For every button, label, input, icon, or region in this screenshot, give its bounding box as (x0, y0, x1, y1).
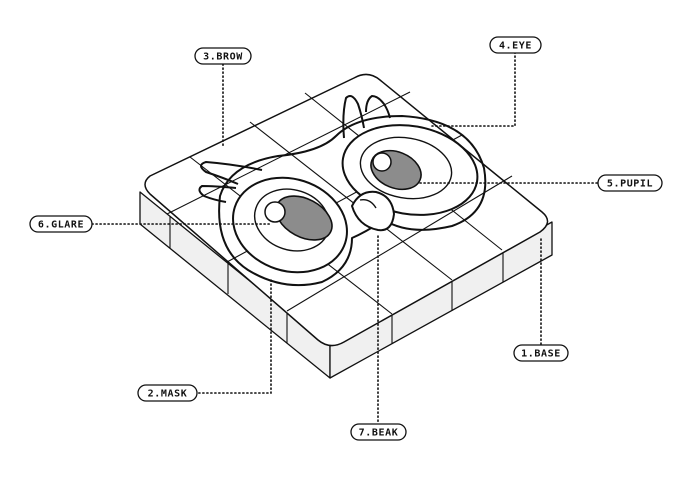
label-brow: 3.BROW (194, 47, 252, 65)
label-beak-text: 7.BEAK (359, 428, 399, 439)
brow-right-tuft-2 (365, 95, 391, 119)
label-pupil: 5.PUPIL (597, 174, 663, 192)
label-base-text: 1.BASE (521, 349, 561, 360)
beak-shape (351, 190, 395, 232)
owl-left-eye (232, 176, 348, 274)
label-base: 1.BASE (513, 344, 569, 362)
leader-mask (196, 279, 272, 394)
label-pupil-text: 5.PUPIL (607, 179, 653, 190)
left-eye-glare (264, 201, 286, 223)
brow-left-tuft (200, 161, 263, 185)
label-eye: 4.EYE (489, 36, 542, 54)
owl-brows (198, 95, 391, 203)
brow-left-tuft-lower (198, 185, 237, 203)
label-glare: 6.GLARE (29, 215, 93, 233)
brow-right-tuft (342, 95, 365, 139)
label-glare-text: 6.GLARE (38, 220, 84, 231)
owl-beak (351, 190, 395, 232)
leader-lines (91, 51, 599, 425)
label-eye-text: 4.EYE (499, 41, 532, 52)
label-brow-text: 3.BROW (203, 52, 243, 63)
label-mask: 2.MASK (137, 384, 198, 402)
leader-eye (431, 51, 516, 127)
base-top-face (144, 73, 549, 347)
label-beak: 7.BEAK (350, 423, 407, 441)
right-eye-inner-ring (359, 136, 453, 200)
base-side-seams (169, 216, 504, 344)
beak-crease (359, 198, 377, 209)
right-eye-glare (372, 152, 392, 172)
label-mask-text: 2.MASK (148, 389, 188, 400)
owl-mask-outline (218, 115, 487, 287)
